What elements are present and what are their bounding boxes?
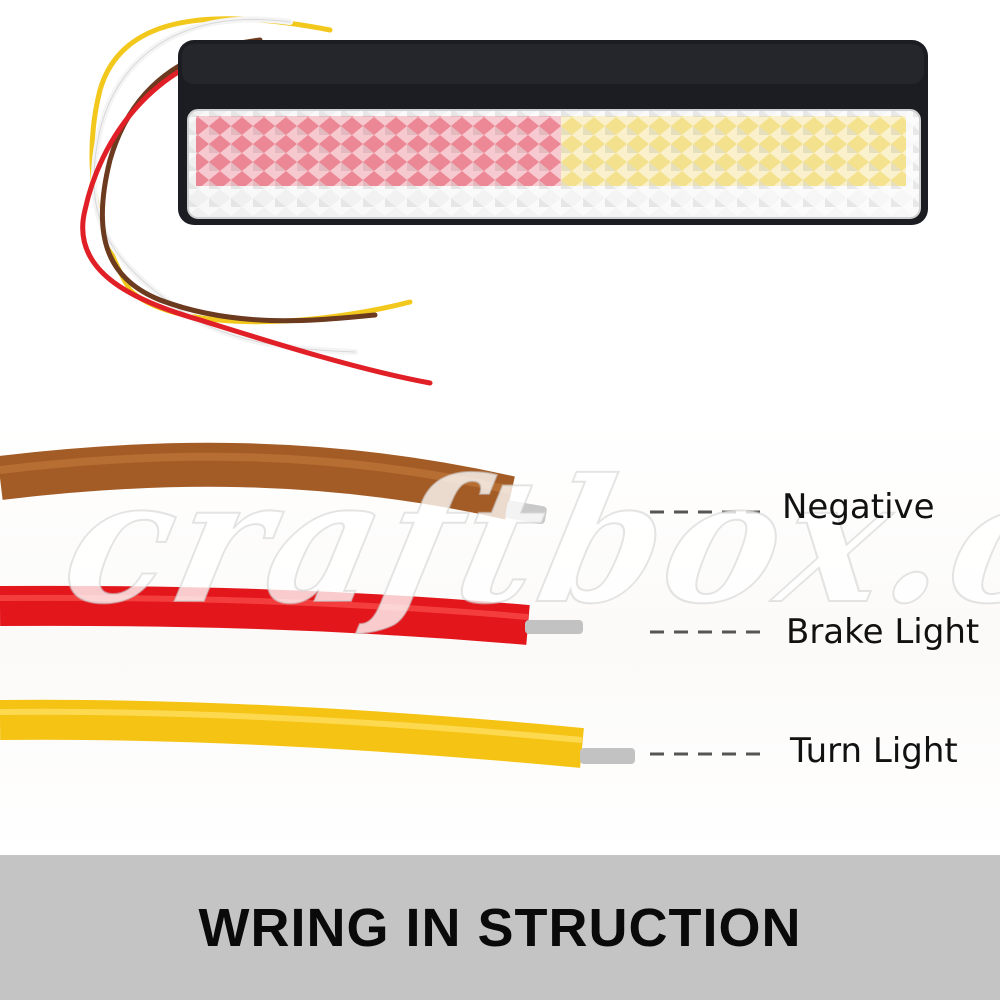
yellow-wire xyxy=(0,699,584,768)
bottom-banner xyxy=(0,855,1000,1000)
lamp-wire-white-outline xyxy=(93,18,356,353)
brake-light-label: Brake Light xyxy=(786,612,980,652)
lamp-wires xyxy=(80,16,433,386)
yellow-wire-tip xyxy=(580,748,635,764)
wire-samples xyxy=(0,442,635,768)
turn-light-label: Turn Light xyxy=(790,731,958,771)
banner-title: WRING IN STRUCTION xyxy=(198,898,802,958)
red-wire-tip xyxy=(525,620,583,634)
negative-label: Negative xyxy=(782,487,935,527)
brown-wire xyxy=(0,442,515,520)
leader-lines xyxy=(650,510,770,756)
led-tail-light xyxy=(80,16,928,386)
red-wire xyxy=(0,585,530,645)
lamp-wire-brown xyxy=(99,37,378,324)
brown-wire-tip xyxy=(505,500,547,525)
lamp-wire-red xyxy=(80,47,433,386)
